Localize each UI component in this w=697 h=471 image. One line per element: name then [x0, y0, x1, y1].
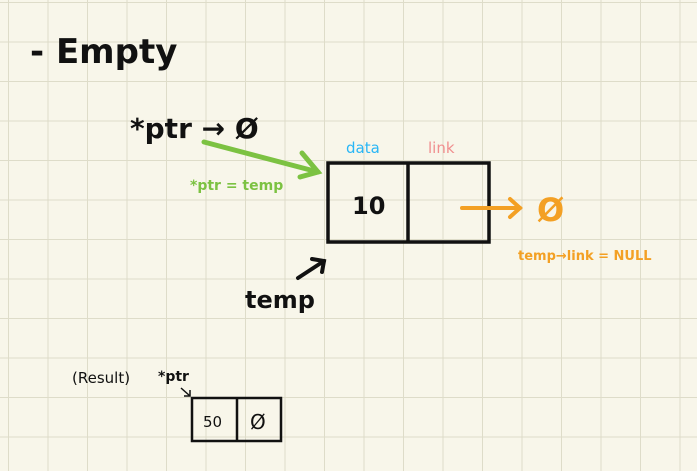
result-data-value: 50: [203, 413, 222, 431]
result-ptr-label: *ptr: [158, 369, 189, 385]
temp-arrow: [296, 257, 327, 280]
result-node-box: [190, 396, 283, 443]
node-data-value: 10: [352, 192, 385, 220]
assign-label: *ptr = temp: [190, 178, 283, 194]
title: - Empty: [30, 32, 177, 72]
data-header: data: [346, 139, 380, 157]
link-arrow: [460, 197, 523, 219]
assign-arrow: [201, 139, 323, 180]
link-null-label: temp→link = NULL: [518, 249, 652, 264]
result-label: (Result): [72, 369, 130, 387]
node-box: [326, 161, 491, 244]
link-header: link: [428, 139, 455, 157]
temp-label: temp: [245, 286, 315, 314]
ptr-null-label: *ptr → Ø: [130, 112, 259, 145]
result-link-value: Ø: [250, 410, 266, 434]
result-arrow: [180, 387, 191, 397]
null-symbol: Ø: [537, 191, 564, 229]
